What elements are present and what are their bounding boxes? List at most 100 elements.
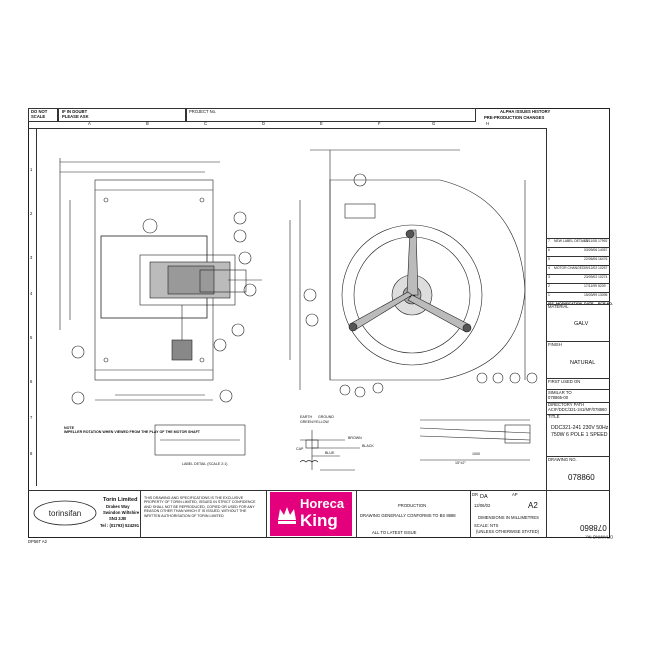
title-line-1: DDC321-241 230V 50Hz — [551, 425, 609, 431]
wire-green-yellow: GREEN/YELLOW — [300, 420, 329, 424]
drawing-generally: DRAWING GENERALLY CONFORMS TO BS 8888 — [360, 513, 456, 518]
crown-icon — [278, 507, 296, 524]
revision-no: 14057 — [598, 248, 608, 252]
revision-no: 13095 — [598, 293, 608, 297]
drawing-sheet — [28, 108, 610, 538]
company-name: Torin Limited — [103, 497, 138, 503]
wire-ground: GROUND — [318, 415, 334, 419]
revision-row-line — [546, 283, 610, 284]
bottom-div-5 — [546, 490, 547, 538]
column-letter-a: A — [88, 121, 91, 126]
revision-id: 2 — [548, 284, 550, 288]
production-label: PRODUCTION — [398, 503, 427, 508]
revision-desc: NEW LABEL DETAILS — [554, 239, 589, 243]
brand-logo-box — [270, 492, 352, 536]
first-used-label: FIRST USED ON — [548, 379, 581, 384]
revision-date: 17/11/99 — [584, 284, 597, 288]
dimensions-note: DIMENSIONS IN MILLIMETRES — [478, 515, 539, 520]
revision-desc: MOTOR CHANGED — [554, 266, 585, 270]
if-in-doubt-text: IF IN DOUBT PLEASE ASK — [62, 109, 89, 119]
copyright-notice: THIS DRAWING AND SPECIFICATIONS IS THE E… — [144, 496, 256, 518]
row-number-5: 5 — [30, 335, 33, 340]
revision-row-line — [546, 292, 610, 293]
torinsifan-logo: torinsifan — [33, 500, 97, 526]
bottom-div-4 — [470, 490, 471, 538]
drawing-no-label: DRAWING NO. — [548, 457, 577, 462]
revision-row-line — [546, 238, 610, 239]
wire-black: BLACK — [362, 444, 374, 448]
front-elevation — [289, 149, 538, 398]
revision-date: 23/09/02 — [584, 275, 598, 279]
dr-value: DA — [480, 494, 488, 500]
revision-header-line — [546, 301, 610, 302]
cable-angle: 15°±2° — [455, 461, 466, 465]
column-letter-f: F — [378, 121, 381, 126]
brand-line-2: King — [300, 511, 338, 530]
revision-no: 17992 — [598, 239, 608, 243]
impeller-note: NOTE IMPELLER ROTATION WHEN VIEWED FROM … — [64, 426, 200, 434]
similar-value: 078865-00 — [548, 395, 569, 400]
ap-label: AP — [512, 492, 518, 497]
column-letter-d: D — [262, 121, 266, 126]
revision-id: 4 — [548, 266, 550, 270]
wire-earth: EARTH — [300, 415, 313, 419]
path-label: DIRECTORY PATH — [548, 402, 585, 407]
revision-id: 3 — [548, 275, 550, 279]
material-value: GALV — [574, 321, 589, 327]
alpha-issues-label: ALPHA ISSUES HISTORY — [500, 109, 551, 114]
column-letter-e: E — [320, 121, 323, 126]
similar-top — [546, 389, 610, 390]
title-top — [546, 414, 610, 415]
company-address-3: SN3 3JB — [109, 516, 126, 521]
similar-label: SIMILAR TO — [548, 390, 572, 395]
wire-blue: BLUE — [325, 451, 335, 455]
revision-id: 5 — [548, 257, 550, 261]
row-number-7: 7 — [30, 415, 33, 420]
if-in-doubt-box — [58, 108, 186, 122]
label-detail-caption: LABEL DETAIL (SCALE 2:1) — [182, 462, 228, 466]
do-not-scale-box — [28, 108, 58, 122]
unless-stated: (UNLESS OTHERWISE STATED) — [476, 529, 540, 534]
wire-cap: CAP — [296, 447, 304, 451]
first-used-top — [546, 378, 610, 379]
bottom-strip-top — [28, 490, 610, 491]
drawing-no-top — [546, 456, 610, 457]
label-detail — [154, 424, 246, 456]
revision-no: 5209 — [598, 284, 606, 288]
row-number-6: 6 — [30, 379, 33, 384]
row-number-1: 1 — [30, 167, 33, 172]
production-date: 12/06/02 — [474, 503, 491, 508]
row-bar-line — [36, 128, 37, 486]
title-block-divider — [546, 128, 547, 490]
revision-date: 09/12/02 — [584, 266, 598, 270]
material-top — [546, 304, 610, 305]
column-bar-line — [28, 128, 546, 129]
row-number-3: 3 — [30, 255, 33, 260]
revision-row-line — [546, 265, 610, 266]
revision-date: 03/11/08 — [584, 239, 597, 243]
company-address-1: Drakes Way — [106, 504, 130, 509]
title-line-2: 750W 6 POLE 1 SPEED — [551, 432, 608, 438]
bottom-div-2 — [266, 490, 267, 538]
column-letter-h: H — [486, 121, 490, 126]
revision-id: 1 — [548, 293, 550, 297]
bottom-div-3 — [356, 490, 357, 538]
wire-brown: BROWN — [348, 436, 362, 440]
revision-date: 15/03/99 — [584, 293, 598, 297]
project-no-label: PROJECT No. — [189, 109, 217, 114]
row-number-2: 2 — [30, 211, 33, 216]
material-label: MATERIAL — [548, 304, 569, 309]
brand-line-1: Horeca — [300, 496, 345, 511]
torinsifan-logo-text: torinsifan — [49, 509, 81, 518]
revision-no: 10257 — [598, 266, 608, 270]
finish-value: NATURAL — [570, 360, 596, 366]
path-value: ACIF/DDC/321-241/MF/078860 — [548, 407, 607, 412]
wiring-schematic — [299, 430, 360, 471]
cable-detail — [419, 419, 531, 461]
all-to-latest: ALL TO LATEST ISSUE — [372, 530, 417, 535]
pre-production-label: PRE-PRODUCTION CHANGES — [484, 115, 545, 120]
column-letter-c: C — [204, 121, 208, 126]
row-number-4: 4 — [30, 291, 33, 296]
row-number-8: 8 — [30, 451, 33, 456]
